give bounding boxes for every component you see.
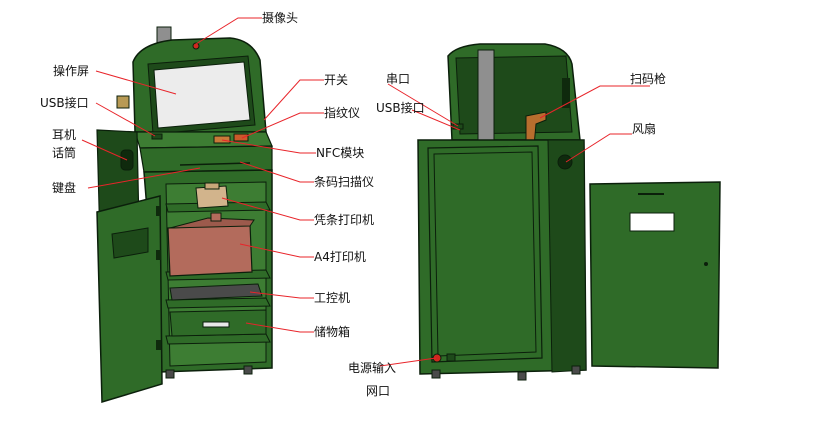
a4-printer: [167, 223, 253, 277]
industrial-pc: [169, 283, 263, 301]
leader-barcode: [239, 161, 314, 183]
leader-power: [379, 357, 437, 367]
front-door: [96, 195, 163, 404]
label-barcode: 条码扫描仪: [314, 175, 375, 189]
back-pipe: [477, 49, 495, 153]
keyboard-slot: [179, 162, 251, 166]
leader-camera: [195, 17, 262, 45]
label-power: 电源输入: [348, 361, 397, 375]
label-receipt: 凭条打印机: [314, 213, 375, 227]
back-door-lock: [704, 262, 708, 266]
label-fingerprint: 指纹仪: [324, 106, 361, 120]
back-side-vent: [562, 78, 570, 108]
door-hinge-1: [156, 206, 161, 216]
back-foot-2: [517, 371, 527, 381]
back-foot-3: [571, 365, 581, 375]
nfc-reader: [213, 135, 231, 144]
leader-usb-front: [95, 102, 156, 137]
leader-ipc: [249, 291, 314, 299]
label-a4: A4打印机: [314, 250, 366, 264]
door-hinge-2: [156, 250, 161, 260]
network-port: [446, 353, 456, 362]
leader-storage: [245, 322, 314, 333]
camera-lens-icon: [192, 42, 200, 50]
label-scan-gun: 扫码枪: [630, 72, 667, 86]
fan-icon: [557, 154, 573, 170]
label-usb-front: USB接口: [40, 96, 89, 110]
label-fan: 风扇: [632, 122, 657, 136]
leader-switch: [263, 79, 324, 121]
label-serial: 串口: [386, 72, 411, 86]
back-side-panel: [547, 139, 587, 373]
leader-serial: [387, 83, 459, 127]
label-keyboard: 键盘: [52, 181, 77, 195]
back-head-panel: [455, 55, 573, 135]
label-nfc: NFC模块: [316, 146, 365, 160]
leader-nfc: [221, 139, 316, 154]
label-screen: 操作屏: [53, 64, 90, 78]
fingerprint-reader: [233, 133, 249, 142]
keyboard-tray: [139, 145, 273, 173]
label-switch: 开关: [324, 73, 349, 87]
leader-earphone: [81, 139, 128, 161]
leader-fan: [565, 133, 632, 163]
leader-a4: [239, 243, 314, 258]
back-foot-1: [431, 369, 441, 379]
front-kiosk: [96, 26, 273, 404]
operation-screen: [153, 61, 251, 129]
label-ipc: 工控机: [314, 291, 351, 305]
back-kiosk: [417, 43, 721, 381]
leader-receipt: [221, 197, 314, 221]
leader-usb-back: [411, 109, 461, 131]
front-foot-2: [243, 365, 253, 375]
front-foot-1: [165, 369, 175, 379]
label-network: 网口: [366, 384, 391, 398]
back-panel-door: [427, 145, 543, 363]
back-panel-inner: [433, 151, 537, 357]
receipt-printer-top: [204, 182, 220, 190]
back-door-window: [629, 212, 675, 232]
door-inner-box: [111, 227, 149, 259]
leader-screen: [95, 70, 177, 95]
usb-port-front: [151, 133, 163, 140]
earphone-jack: [116, 95, 130, 109]
door-hinge-3: [156, 340, 161, 350]
label-earphone: 耳机 话筒: [52, 128, 77, 160]
leader-lines: [81, 17, 650, 367]
label-storage: 储物箱: [314, 325, 351, 339]
storage-handle: [202, 321, 230, 328]
label-usb-back: USB接口: [376, 101, 425, 115]
a4-printer-knob: [210, 212, 222, 222]
leader-keyboard: [87, 167, 201, 189]
shelf-3: [165, 297, 271, 309]
leader-fingerprint: [241, 112, 324, 139]
back-open-door: [589, 181, 721, 369]
label-camera: 摄像头: [262, 11, 299, 25]
leader-scan-gun: [539, 85, 650, 119]
a4-printer-top: [169, 217, 255, 229]
